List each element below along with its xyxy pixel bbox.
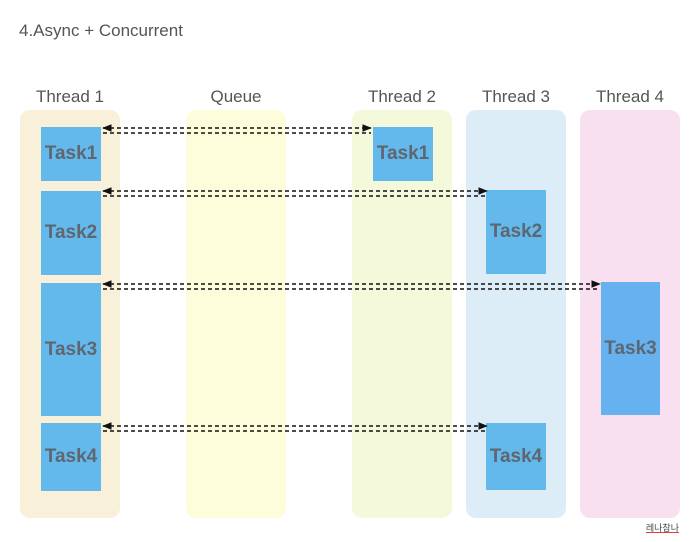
- label-thread-2: Thread 2: [367, 87, 437, 106]
- arrow-task2: [102, 187, 488, 197]
- label-queue: Queue: [210, 87, 262, 106]
- thread3-task4: Task4: [486, 423, 546, 490]
- diagram-title: 4.Async + Concurrent: [19, 21, 183, 40]
- label-thread-4: Thread 4: [595, 87, 665, 106]
- author-credit: 레나참나: [645, 523, 679, 533]
- thread1-task4: Task4: [41, 423, 101, 491]
- arrow-task1: [102, 124, 372, 134]
- label-thread-3: Thread 3: [481, 87, 551, 106]
- thread3-task2: Task2: [486, 190, 546, 274]
- thread4-task3: Task3: [601, 282, 660, 415]
- thread1-task1: Task1: [41, 127, 101, 181]
- arrow-task3: [102, 280, 601, 290]
- thread2-task1: Task1: [373, 127, 433, 181]
- thread1-task3: Task3: [41, 283, 101, 416]
- label-thread-1: Thread 1: [35, 87, 105, 106]
- thread1-task2: Task2: [41, 191, 101, 275]
- arrow-task4: [102, 422, 488, 432]
- lane-queue: [186, 110, 286, 518]
